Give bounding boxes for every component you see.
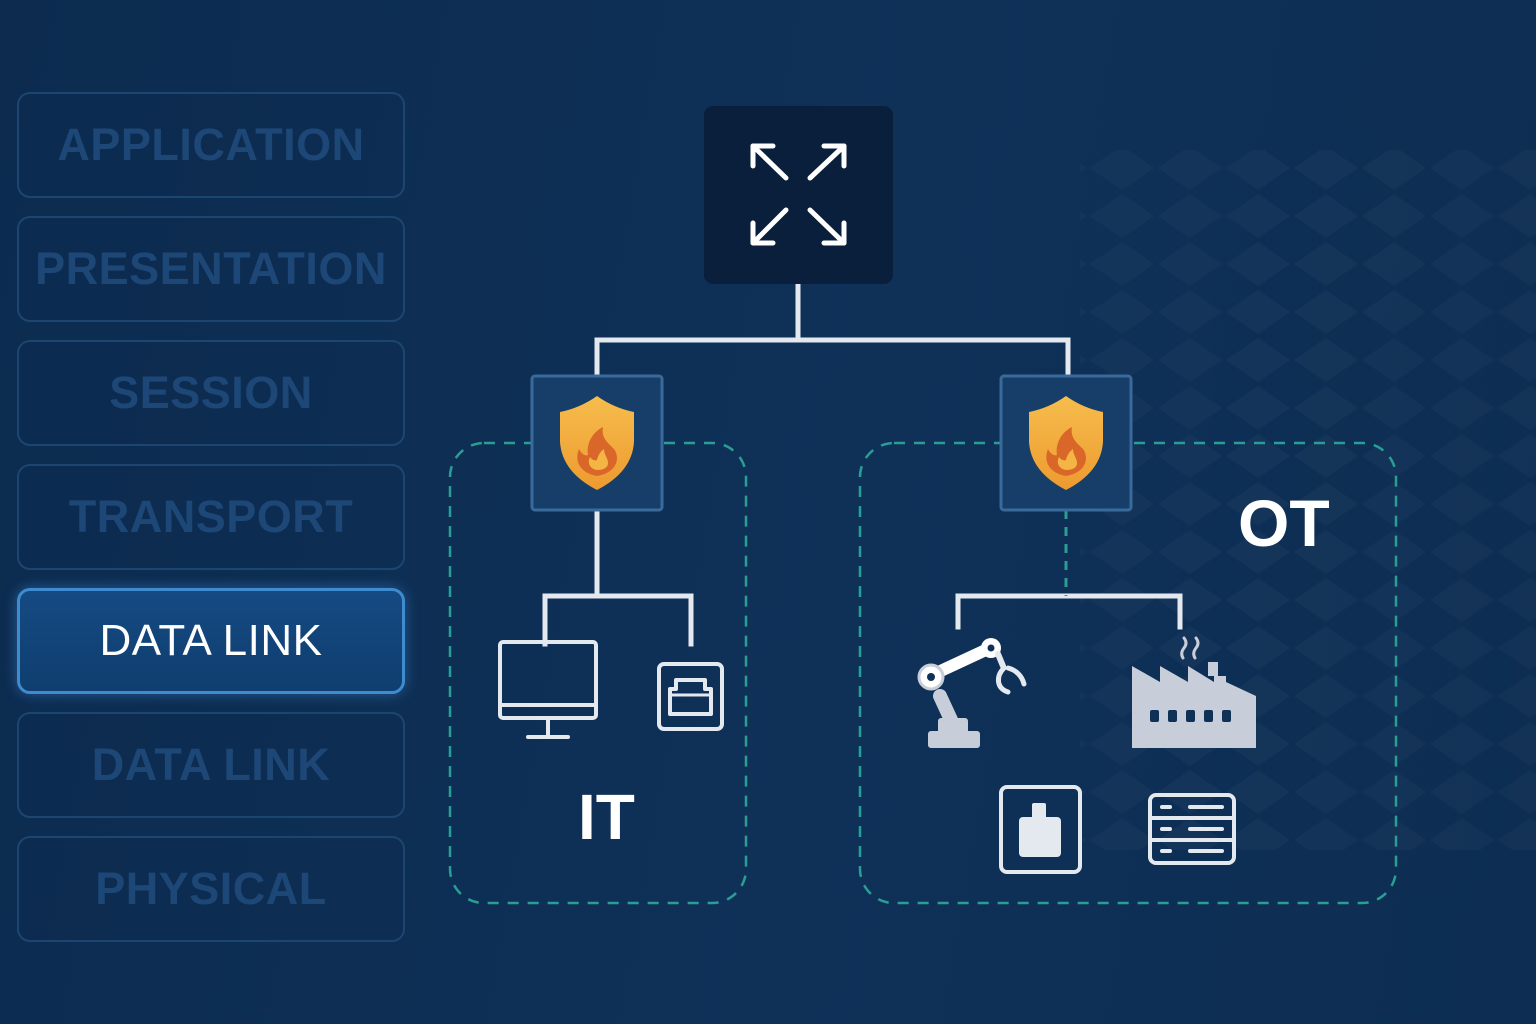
ot-zone-boundary	[858, 441, 1398, 905]
layer-session[interactable]: SESSION	[17, 340, 405, 446]
it-zone-label: IT	[578, 781, 635, 853]
layer-data-link[interactable]: DATA LINK	[17, 712, 405, 818]
network-port-icon[interactable]	[657, 662, 724, 731]
ot-zone-label: OT	[1238, 486, 1330, 560]
shield-flame-icon[interactable]	[999, 374, 1133, 512]
arrows-expand-icon[interactable]	[704, 106, 893, 284]
layer-physical[interactable]: PHYSICAL	[17, 836, 405, 942]
shield-flame-icon[interactable]	[530, 374, 664, 512]
robot-arm-icon[interactable]	[917, 638, 1027, 748]
desktop-monitor-icon[interactable]	[498, 640, 598, 739]
layer-transport[interactable]: TRANSPORT	[17, 464, 405, 570]
plc-module-icon[interactable]	[999, 785, 1082, 874]
factory-icon[interactable]	[1132, 636, 1256, 748]
server-rack-icon[interactable]	[1148, 793, 1236, 865]
layer-application[interactable]: APPLICATION	[17, 92, 405, 198]
it-zone-boundary	[448, 441, 748, 905]
link-lines	[542, 281, 1183, 647]
layer-presentation[interactable]: PRESENTATION	[17, 216, 405, 322]
layer-data-link-active[interactable]: DATA LINK	[17, 588, 405, 694]
